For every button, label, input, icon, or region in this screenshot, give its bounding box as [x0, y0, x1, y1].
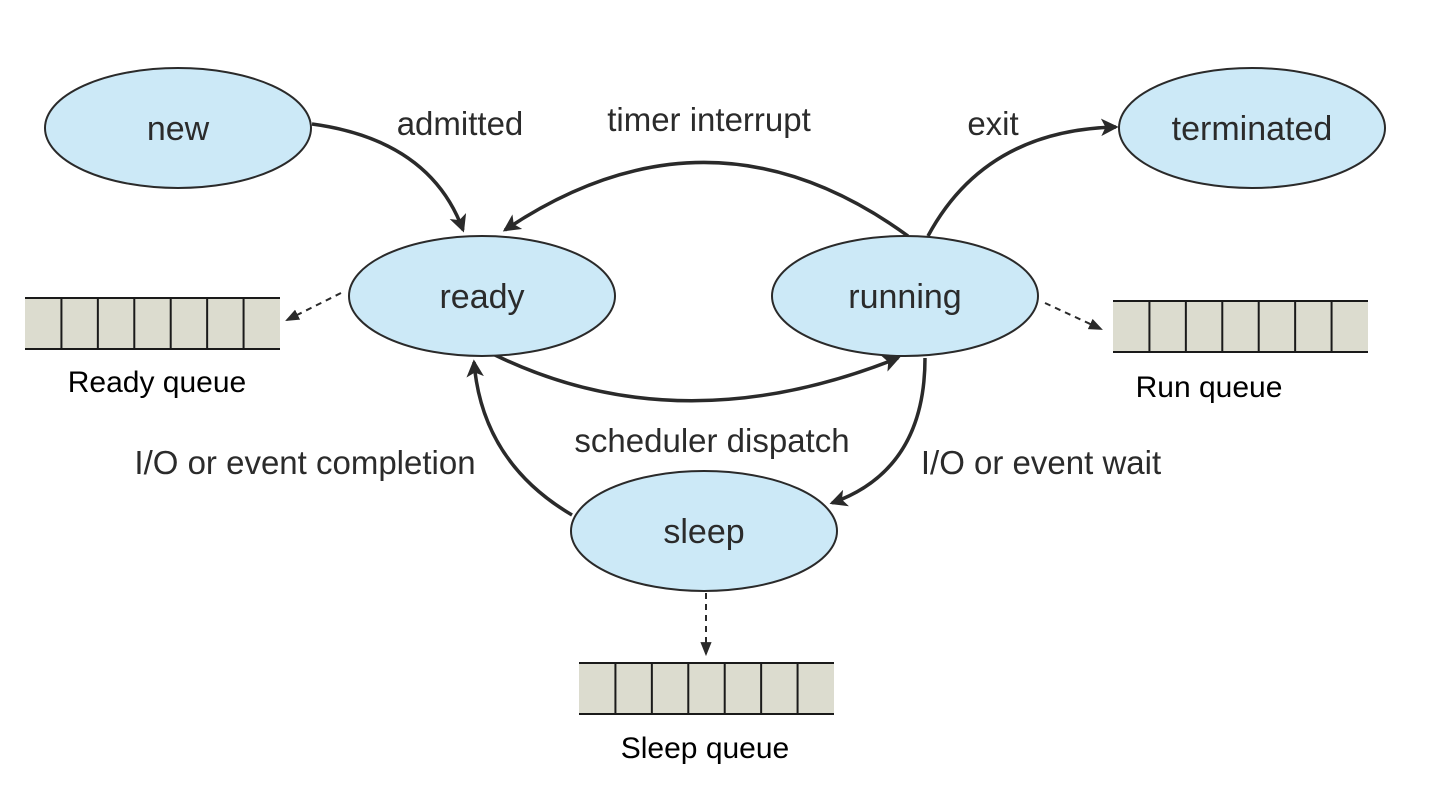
- edge-ready-to-running-dispatch: [494, 353, 901, 403]
- label-timer-interrupt: timer interrupt: [607, 101, 811, 138]
- edge-running-to-ready-timer: [502, 160, 910, 238]
- transition-edges: [311, 118, 1119, 517]
- state-new: new: [44, 67, 312, 189]
- dash-ready-to-queue: [285, 292, 342, 321]
- run-queue-body: [1113, 301, 1368, 352]
- dash-running-to-queue: [1044, 302, 1103, 330]
- run-queue: [1113, 300, 1368, 353]
- edge-running-to-terminated: [926, 118, 1119, 237]
- ready-queue-body: [25, 298, 280, 349]
- edge-running-to-sleep: [829, 357, 927, 507]
- label-scheduler-dispatch: scheduler dispatch: [574, 422, 849, 459]
- state-terminated-label: terminated: [1172, 110, 1333, 148]
- sleep-queue-label: Sleep queue: [621, 732, 790, 765]
- ready-queue: [25, 297, 280, 350]
- label-io-wait: I/O or event wait: [921, 444, 1161, 481]
- state-sleep: sleep: [570, 470, 838, 592]
- state-new-label: new: [147, 110, 210, 148]
- run-queue-label: Run queue: [1136, 371, 1283, 404]
- edge-sleep-to-ready: [466, 359, 573, 517]
- label-exit: exit: [967, 105, 1018, 142]
- state-running-label: running: [848, 278, 961, 316]
- state-sleep-label: sleep: [663, 513, 744, 551]
- ready-queue-label: Ready queue: [68, 366, 246, 399]
- state-terminated: terminated: [1118, 67, 1386, 189]
- state-ready: ready: [348, 235, 616, 357]
- sleep-queue: [579, 662, 834, 715]
- state-ready-label: ready: [439, 278, 524, 316]
- state-running: running: [771, 235, 1039, 357]
- sleep-queue-body: [579, 663, 834, 714]
- label-io-completion: I/O or event completion: [134, 444, 475, 481]
- edge-new-to-ready: [311, 122, 467, 233]
- label-admitted: admitted: [397, 105, 524, 142]
